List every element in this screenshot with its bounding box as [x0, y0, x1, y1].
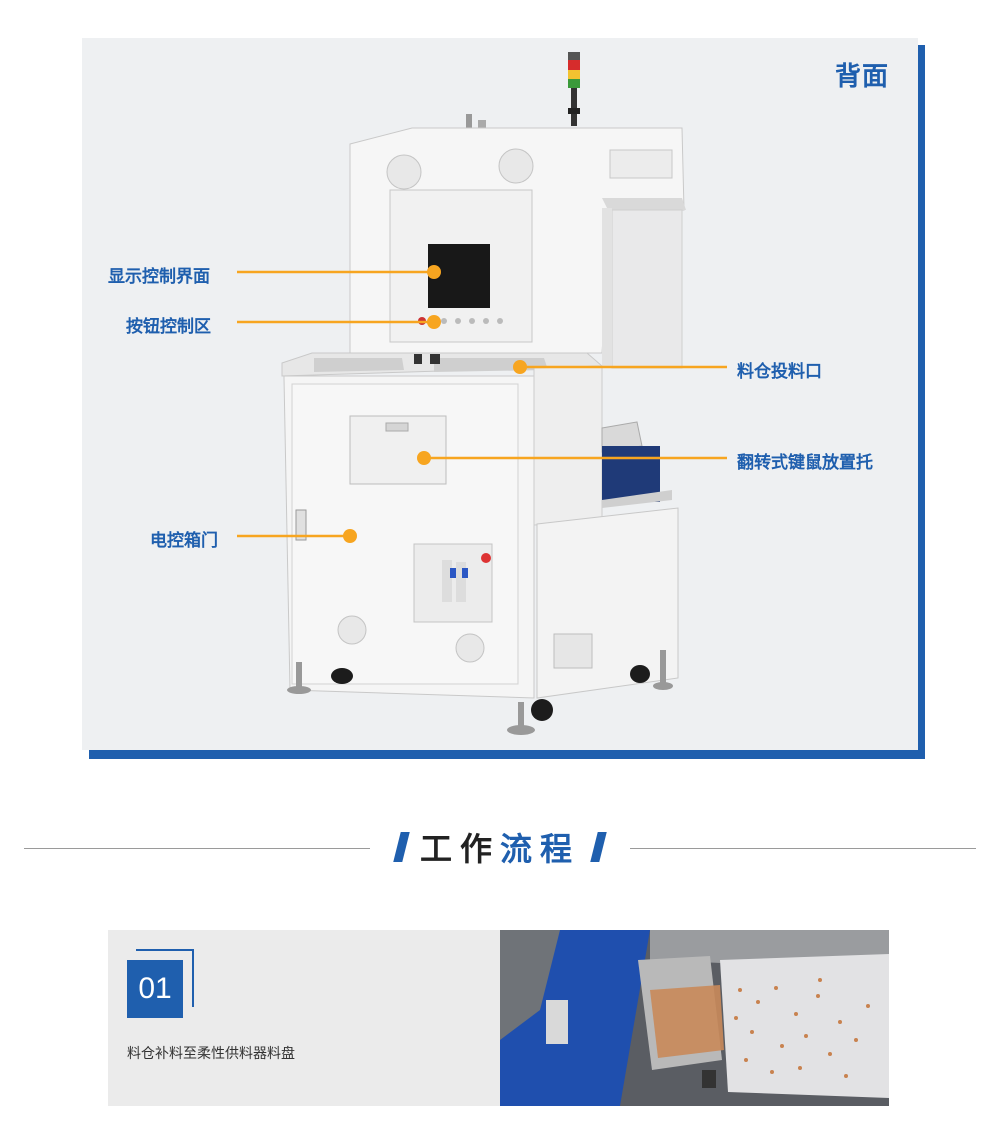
- callout-hopper-inlet: 料仓投料口: [737, 362, 822, 382]
- step-number: 01: [127, 960, 183, 1018]
- callout-button-control: 按钮控制区: [126, 317, 211, 337]
- machine-illustration: [237, 52, 727, 735]
- section-title-part1: 工作: [419, 830, 500, 868]
- step-photo: [500, 930, 889, 1106]
- callout-display-control: 显示控制界面: [108, 267, 210, 287]
- callout-keyboard-tray: 翻转式键鼠放置托: [737, 453, 873, 473]
- slash-decoration-left: [393, 832, 410, 862]
- callout-electric-door: 电控箱门: [150, 531, 218, 551]
- step-description: 料仓补料至柔性供料器料盘: [127, 1046, 295, 1062]
- section-divider-left: [24, 848, 370, 849]
- step-number-outline: [136, 949, 194, 1007]
- section-title-part2: 流程: [500, 830, 581, 868]
- feeder-tray-photo: [500, 930, 889, 1106]
- section-title: 工作 流程: [372, 822, 628, 872]
- slash-decoration-right: [590, 832, 607, 862]
- machine-view-panel: [82, 38, 918, 750]
- step-card: 01 料仓补料至柔性供料器料盘: [108, 930, 500, 1106]
- view-label: 背面: [835, 62, 890, 92]
- section-divider-right: [630, 848, 976, 849]
